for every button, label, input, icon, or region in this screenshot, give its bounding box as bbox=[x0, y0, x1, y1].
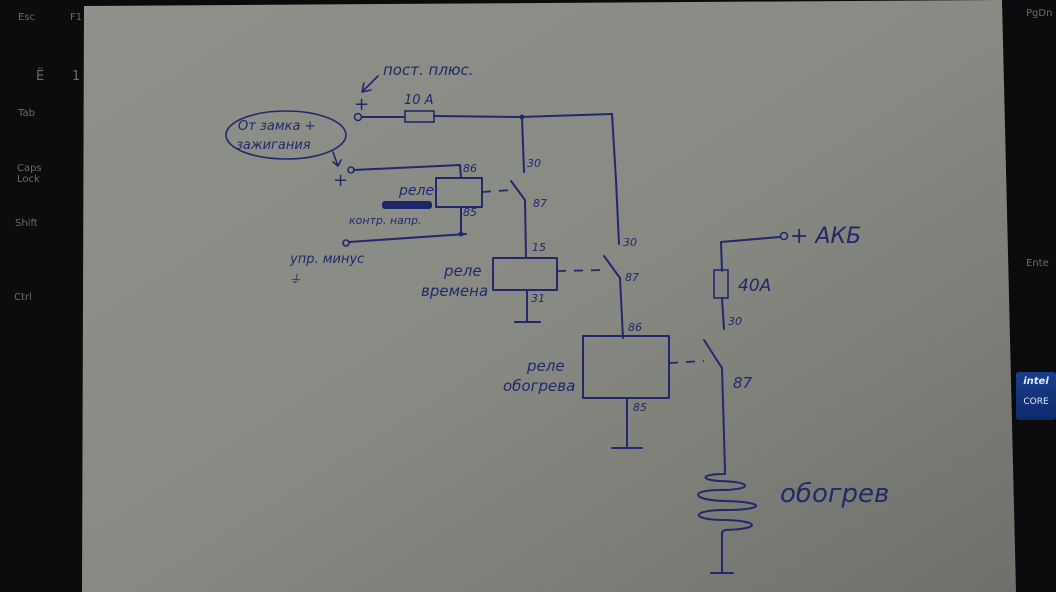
key-caps-lock: Caps Lock bbox=[17, 163, 42, 185]
relay-heat-pin-87: 87 bbox=[733, 374, 753, 392]
key-ctrl: Ctrl bbox=[14, 292, 32, 303]
relay-time-pin-30: 30 bbox=[623, 236, 637, 249]
keyboard-left-edge: Esc F1 Ё 1 Tab Caps Lock Shift Ctrl bbox=[0, 0, 84, 592]
paper-sheet bbox=[82, 0, 1016, 592]
control-minus-terminal bbox=[342, 239, 350, 247]
keyboard-right-edge: PgDn Ente bbox=[1016, 0, 1056, 592]
relay-voltage-label: реле bbox=[398, 183, 434, 199]
ignition-note-line2: зажигания bbox=[236, 138, 311, 153]
relay-time-switch bbox=[603, 255, 624, 339]
relay-time-pin-15: 15 bbox=[532, 241, 546, 254]
dash-link-heat bbox=[668, 360, 705, 364]
relay-time-pin-31: 31 bbox=[531, 292, 545, 305]
wire-control-minus bbox=[348, 233, 467, 243]
battery-label: + АКБ bbox=[790, 224, 861, 249]
key-1: 1 bbox=[72, 69, 81, 84]
key-esc: Esc bbox=[18, 12, 36, 23]
control-minus-label: упр. минус bbox=[289, 252, 364, 267]
ignition-note-bubble bbox=[225, 110, 347, 160]
annotation-arrow-icon bbox=[361, 75, 379, 93]
relay-heat-pin-30: 30 bbox=[728, 315, 742, 328]
wire-30-right bbox=[611, 113, 620, 245]
heater-label: обогрев bbox=[780, 479, 889, 509]
relay-voltage-pin-30: 30 bbox=[527, 157, 541, 170]
relay-heat-switch bbox=[703, 339, 726, 471]
relay-voltage-pin-86: 86 bbox=[463, 162, 477, 175]
relay-voltage-switch bbox=[510, 180, 527, 259]
relay-heat-pin-86: 86 bbox=[628, 321, 642, 334]
dash-link-voltage bbox=[481, 189, 513, 193]
dash-link-time bbox=[556, 269, 609, 272]
heater-element-icon bbox=[697, 469, 758, 574]
key-shift: Shift bbox=[15, 218, 38, 229]
constant-plus-sign: + bbox=[354, 94, 369, 115]
key-tab: Tab bbox=[18, 108, 35, 119]
wire-battery bbox=[720, 236, 781, 330]
relay-voltage-coil bbox=[435, 177, 483, 208]
fuse-40a bbox=[713, 269, 729, 299]
ignition-plus-sign: + bbox=[333, 170, 348, 191]
scribble-mark bbox=[382, 201, 432, 209]
relay-voltage-sublabel: контр. напр. bbox=[349, 214, 422, 227]
key-pgdn: PgDn bbox=[1026, 8, 1053, 19]
intel-core-label: CORE bbox=[1023, 397, 1049, 407]
relay-time-label-line2: времена bbox=[421, 282, 488, 300]
fuse-10a-label: 10 A bbox=[404, 93, 434, 108]
relay-voltage-pin-85: 85 bbox=[463, 206, 477, 219]
fuse-40a-label: 40A bbox=[738, 276, 771, 296]
ground-scribble-icon: ⏚ bbox=[289, 272, 301, 286]
relay-time-coil bbox=[492, 257, 558, 291]
intel-core-badge: intel CORE bbox=[1016, 372, 1056, 420]
key-f1: F1 bbox=[70, 12, 83, 23]
relay-heat-pin-85: 85 bbox=[633, 401, 647, 414]
constant-plus-note: пост. плюс. bbox=[383, 61, 474, 79]
relay-voltage-pin-87: 87 bbox=[533, 197, 547, 210]
ignition-arrow-icon bbox=[332, 151, 342, 167]
relay-heat-label-line1: реле bbox=[526, 357, 565, 375]
wire-30-top bbox=[521, 116, 525, 173]
key-yo: Ё bbox=[36, 69, 45, 84]
fuse-10a bbox=[404, 110, 435, 123]
intel-logo: intel bbox=[1023, 376, 1049, 387]
ignition-note-line1: От замка + bbox=[238, 119, 315, 134]
wire-ignition bbox=[353, 164, 462, 179]
relay-time-pin-87: 87 bbox=[625, 271, 639, 284]
battery-terminal bbox=[779, 231, 789, 241]
key-enter: Ente bbox=[1026, 258, 1049, 269]
relay-time-label-line1: реле bbox=[443, 262, 482, 280]
relay-heat-label-line2: обогрева bbox=[503, 377, 575, 395]
